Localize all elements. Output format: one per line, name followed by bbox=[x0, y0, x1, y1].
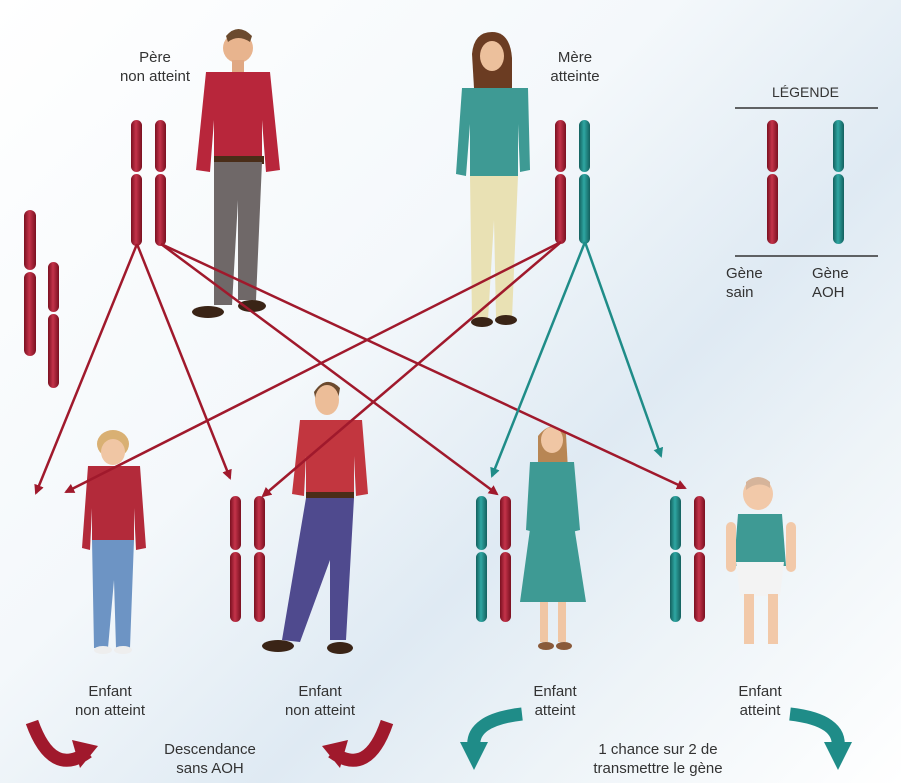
arrow-mother-to-child2 bbox=[261, 241, 562, 498]
child1-label-line2: non atteint bbox=[74, 702, 146, 719]
child2-label-line2: non atteint bbox=[284, 702, 356, 719]
outcome-left-label: Descendance sans AOH bbox=[140, 740, 280, 778]
legend-healthy-label: Gène sain bbox=[726, 264, 786, 302]
legend-title: LÉGENDE bbox=[772, 84, 839, 100]
child2-figure bbox=[262, 381, 368, 654]
child1-label: Enfant non atteint bbox=[50, 682, 170, 720]
legend-aoh-line1: Gène bbox=[812, 265, 849, 282]
mother-label: Mère atteinte bbox=[520, 48, 630, 86]
arrow-father-to-child4 bbox=[160, 242, 687, 490]
child3-chromosome-pair bbox=[476, 496, 511, 622]
legend-aoh-line2: AOH bbox=[812, 284, 845, 301]
legend-healthy-line1: Gène bbox=[726, 265, 763, 282]
curved-arrow-icon bbox=[322, 740, 348, 768]
curved-arrow-icon bbox=[72, 740, 98, 768]
child3-label-line1: Enfant bbox=[533, 683, 577, 700]
outcome-right-line1: 1 chance sur 2 de bbox=[598, 741, 718, 758]
child4-label: Enfant atteint bbox=[705, 682, 815, 720]
legend-aoh-chromosome bbox=[833, 120, 844, 244]
curved-arrow-icon bbox=[460, 742, 488, 770]
arrow-father-to-child3 bbox=[160, 242, 499, 496]
father-label: Père non atteint bbox=[90, 48, 220, 86]
mother-label-line1: Mère bbox=[557, 49, 593, 66]
legend-healthy-line2: sain bbox=[726, 284, 754, 301]
father-label-line1: Père bbox=[139, 49, 171, 66]
mother-chromosome-pair bbox=[555, 120, 590, 244]
inheritance-arrows bbox=[34, 240, 687, 498]
child4-label-line1: Enfant bbox=[738, 683, 782, 700]
arrow-mother-to-child3 bbox=[490, 241, 587, 478]
child2-label: Enfant non atteint bbox=[260, 682, 380, 720]
child2-label-line1: Enfant bbox=[298, 683, 342, 700]
father-label-line2: non atteint bbox=[119, 68, 191, 85]
arrow-mother-to-child4 bbox=[583, 241, 664, 458]
child2-chromosome-pair bbox=[230, 496, 265, 622]
outcome-arrows bbox=[25, 707, 852, 770]
curved-arrow-icon bbox=[824, 742, 852, 770]
legend-healthy-chromosome bbox=[767, 120, 778, 244]
child4-figure bbox=[726, 477, 796, 644]
mother-figure bbox=[456, 32, 530, 327]
child4-label-line2: atteint bbox=[739, 702, 781, 719]
child3-label-line2: atteint bbox=[534, 702, 576, 719]
mother-label-line2: atteinte bbox=[550, 68, 600, 85]
arrow-father-to-child2 bbox=[135, 243, 232, 480]
outcome-right-label: 1 chance sur 2 de transmettre le gène bbox=[568, 740, 748, 778]
child1-figure bbox=[82, 430, 146, 654]
father-figure bbox=[192, 29, 280, 318]
arrow-father-to-child1 bbox=[34, 243, 139, 495]
child4-chromosome-pair bbox=[670, 496, 705, 622]
child1-label-line1: Enfant bbox=[88, 683, 132, 700]
outcome-right-line2: transmettre le gène bbox=[593, 760, 723, 777]
father-chromosome-pair bbox=[131, 120, 166, 246]
outcome-left-line1: Descendance bbox=[164, 741, 256, 758]
child3-figure bbox=[520, 426, 586, 650]
legend-aoh-label: Gène AOH bbox=[812, 264, 872, 302]
decorative-chromosomes bbox=[24, 210, 59, 388]
child3-label: Enfant atteint bbox=[500, 682, 610, 720]
outcome-left-line2: sans AOH bbox=[176, 760, 244, 777]
arrow-mother-to-child1 bbox=[64, 240, 562, 494]
